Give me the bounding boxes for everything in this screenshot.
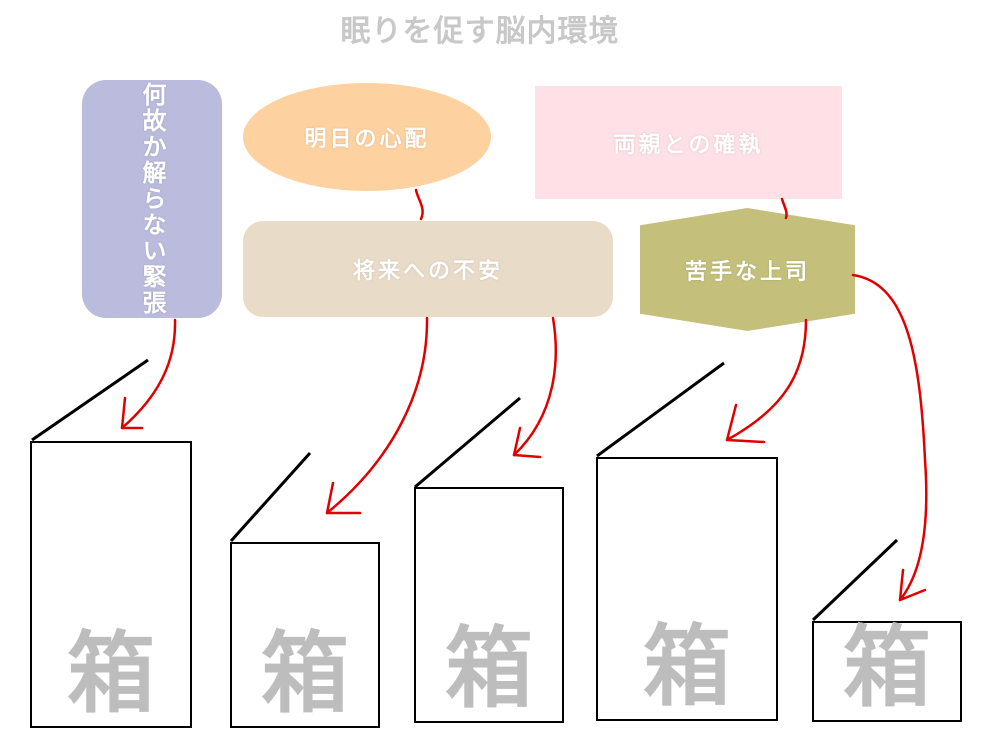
arrow-boss-to-box-5	[851, 273, 928, 602]
node-worry-tomorrow: 明日の心配	[243, 83, 491, 191]
box-1: 箱	[30, 441, 192, 728]
box-4: 箱	[596, 457, 778, 721]
arrow-tomorrow-to-future	[414, 188, 424, 221]
arrow-future-to-box-3-head	[512, 426, 542, 459]
arrow-future-to-box-2	[325, 316, 429, 515]
box-1-label: 箱	[66, 622, 155, 725]
node-parents-conflict-label: 両親との確執	[613, 132, 764, 158]
box-4-label: 箱	[642, 615, 731, 718]
box-3: 箱	[414, 487, 564, 723]
box-5-label: 箱	[842, 616, 931, 719]
arrow-boss-to-box-4-head	[725, 403, 766, 444]
box-4-lid-line	[596, 361, 725, 458]
box-5: 箱	[812, 621, 962, 722]
box-3-lid-line	[414, 396, 521, 489]
box-5-lid-line	[811, 538, 899, 622]
box-2-lid-line	[229, 451, 312, 543]
node-future-anxiety: 将来への不安	[243, 221, 613, 317]
box-3-label: 箱	[444, 617, 533, 720]
node-difficult-boss: 苦手な上司	[640, 208, 855, 331]
arrow-tension-to-box-1	[120, 318, 177, 430]
arrow-boss-to-box-5-head	[898, 568, 927, 602]
arrow-future-to-box-3	[512, 316, 558, 457]
box-2: 箱	[230, 542, 380, 728]
arrow-boss-to-box-4	[725, 318, 808, 442]
arrow-future-to-box-2-head	[325, 481, 362, 515]
box-1-lid-line	[31, 358, 149, 442]
page-title: 眠りを促す脳内環境	[340, 14, 620, 49]
node-worry-tomorrow-label: 明日の心配	[304, 127, 430, 152]
node-difficult-boss-label: 苦手な上司	[684, 259, 810, 285]
node-parents-conflict: 両親との確執	[535, 86, 842, 199]
box-2-label: 箱	[260, 622, 349, 725]
node-unexplained-tension-label: 何故か解らない緊張	[138, 82, 166, 316]
node-future-anxiety-label: 将来への不安	[352, 259, 503, 284]
node-unexplained-tension: 何故か解らない緊張	[82, 80, 222, 318]
arrow-tension-to-box-1-head	[120, 396, 144, 430]
